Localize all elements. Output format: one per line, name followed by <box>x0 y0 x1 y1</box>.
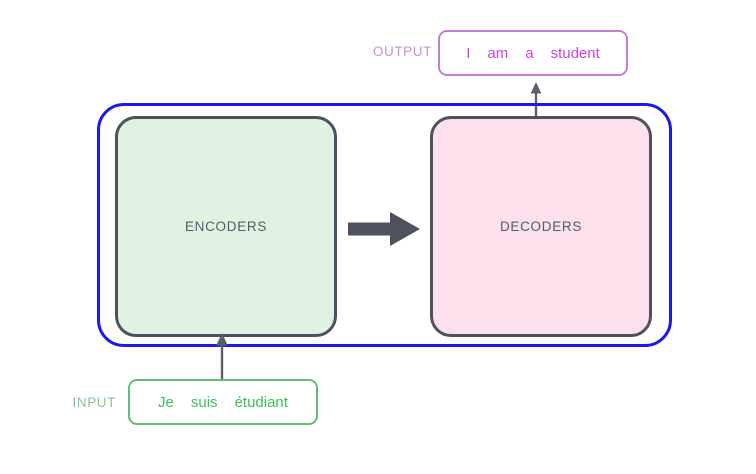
output-token-0: I <box>466 44 471 62</box>
model-container-outline <box>97 103 672 347</box>
encoders-to-decoders-arrow-icon <box>348 212 420 246</box>
output-token-3: student <box>550 44 600 62</box>
input-to-encoders-arrow-icon <box>216 333 228 384</box>
input-token-0: Je <box>158 393 174 411</box>
output-label: OUTPUT <box>372 44 432 59</box>
output-token-1: am <box>487 44 509 62</box>
input-token-2: étudiant <box>234 393 288 411</box>
input-token-1: suis <box>190 393 218 411</box>
input-sentence-box: Je suis étudiant <box>128 379 318 425</box>
input-token-list: Je suis étudiant <box>158 394 288 411</box>
encoders-block-label: ENCODERS <box>184 219 268 234</box>
input-label: INPUT <box>72 395 116 410</box>
decoders-block-label: DECODERS <box>499 219 583 234</box>
output-token-list: I am a student <box>466 45 600 62</box>
decoders-block[interactable]: DECODERS <box>430 116 652 337</box>
output-token-2: a <box>525 44 534 62</box>
encoders-block[interactable]: ENCODERS <box>115 116 337 337</box>
output-sentence-box: I am a student <box>438 30 628 76</box>
